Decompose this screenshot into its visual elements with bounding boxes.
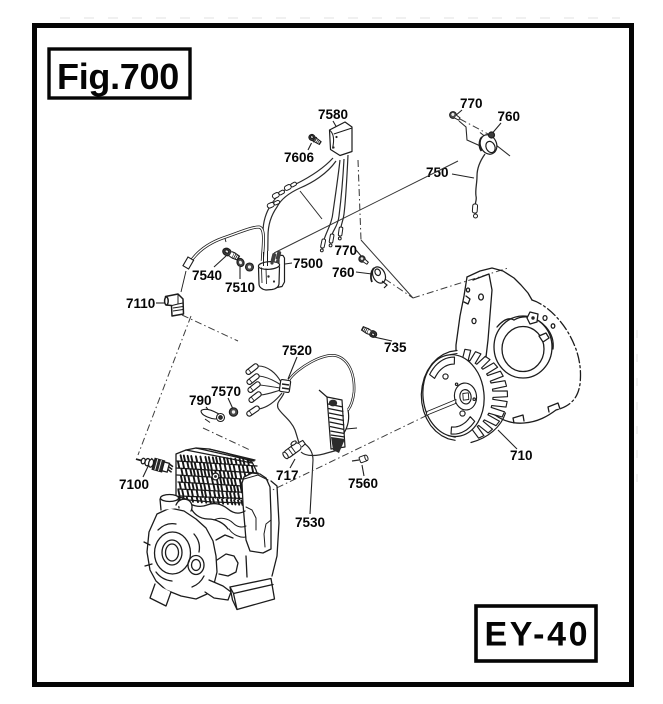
svg-text:760: 760 [498, 109, 521, 124]
svg-text:7110: 7110 [126, 296, 155, 311]
svg-text:7500: 7500 [293, 256, 323, 271]
svg-text:735: 735 [384, 340, 407, 355]
svg-text:Fig.700: Fig.700 [57, 56, 179, 97]
svg-text:7510: 7510 [225, 280, 255, 295]
svg-text:717: 717 [276, 468, 299, 483]
svg-text:7520: 7520 [282, 343, 312, 358]
svg-text:770: 770 [460, 96, 483, 111]
svg-text:7580: 7580 [318, 107, 348, 122]
svg-text:790: 790 [189, 393, 212, 408]
svg-text:7570: 7570 [211, 384, 241, 399]
svg-text:7530: 7530 [295, 515, 325, 530]
svg-text:760: 760 [332, 265, 355, 280]
svg-text:7560: 7560 [348, 476, 378, 491]
svg-text:710: 710 [510, 448, 533, 463]
svg-text:770: 770 [335, 243, 358, 258]
svg-text:EY-40: EY-40 [485, 616, 591, 654]
svg-text:7606: 7606 [284, 150, 315, 165]
svg-text:7540: 7540 [192, 268, 222, 283]
svg-text:7100: 7100 [119, 477, 149, 492]
